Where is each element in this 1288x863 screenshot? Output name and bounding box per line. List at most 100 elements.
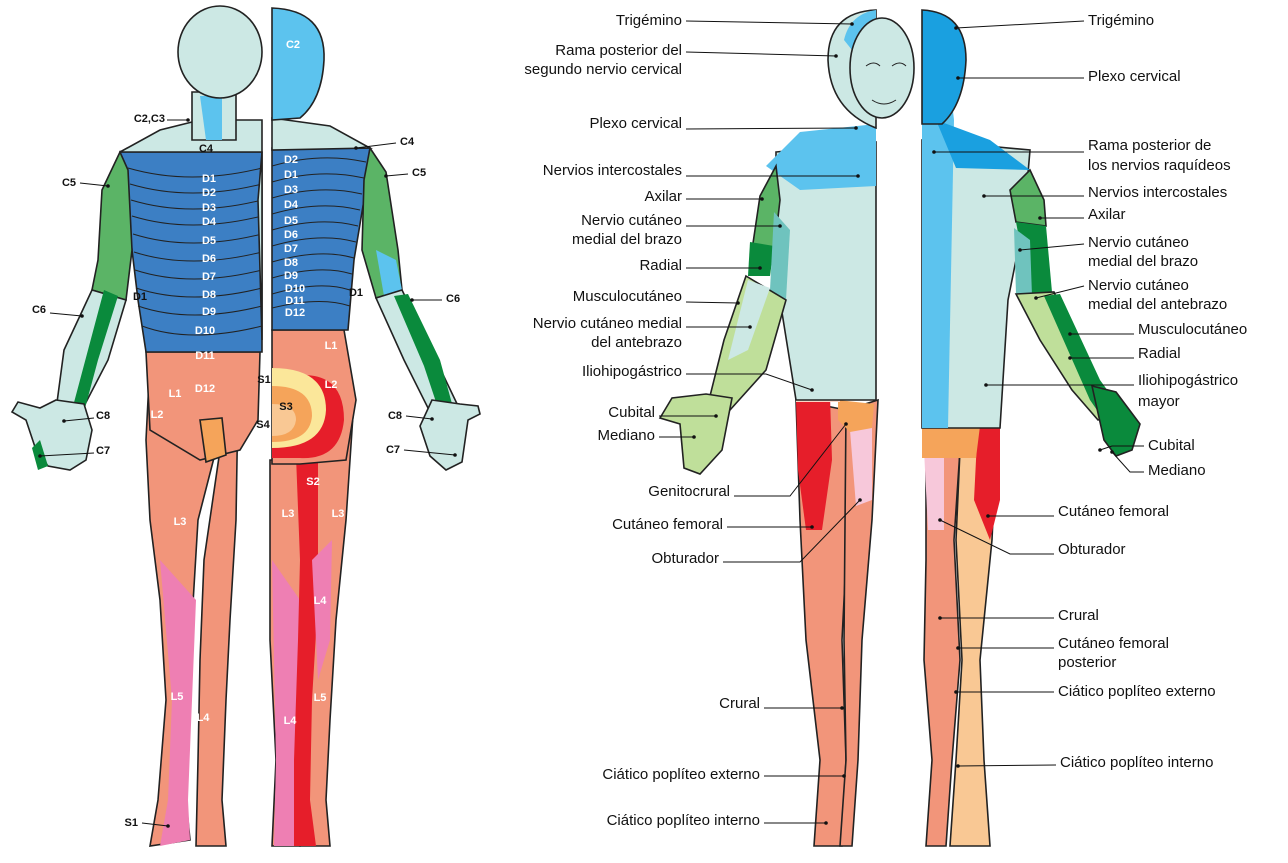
nf-cutaneo-brazo-1: Nervio cutáneo [581,212,682,229]
nb-ciatico-externo: Ciático poplíteo externo [1058,683,1216,700]
back-d2: D2 [284,154,298,166]
front-label-c7: C7 [96,445,110,457]
back-c2: C2 [286,39,300,51]
front-d4: D4 [202,216,217,228]
nb-plexo-cervical: Plexo cervical [1088,68,1181,85]
nb-trigemino: Trigémino [1088,12,1154,29]
front-l2: L2 [151,409,164,421]
nf-cutaneo-brazo-2: medial del brazo [572,231,682,248]
dermatome-back-figure [270,8,480,846]
nb-crural: Crural [1058,607,1099,624]
back-right-hand [420,400,480,470]
nb-cutaneo-femoral: Cutáneo femoral [1058,503,1169,520]
front-d3: D3 [202,202,216,214]
front-head [178,6,262,98]
front-d6: D6 [202,253,216,265]
back-label-c8: C8 [388,410,402,422]
nerve-back-figure [922,10,1140,846]
front-d2: D2 [202,187,216,199]
back-label-c7: C7 [386,444,400,456]
front-torso [120,152,262,352]
back-s1: S1 [257,374,270,386]
nb-cutaneo-femoral-post-2: posterior [1058,654,1116,671]
back-d8: D8 [284,257,298,269]
nerve-front-figure [660,10,914,846]
nerve-front-hand [660,394,732,474]
back-d7: D7 [284,243,298,255]
front-label-c2c3: C2,C3 [134,113,165,125]
back-head [272,8,324,120]
back-d11: D11 [285,295,305,307]
nb-cutaneo-brazo-1: Nervio cutáneo [1088,234,1189,251]
nf-plexo-cervical: Plexo cervical [589,115,682,132]
front-l3: L3 [174,516,187,528]
back-d6: D6 [284,229,298,241]
nf-trigemino: Trigémino [616,12,682,29]
nf-genitocrural: Genitocrural [648,483,730,500]
nf-intercostales: Nervios intercostales [543,162,682,179]
back-d12: D12 [285,307,305,319]
nf-cutaneo-antebrazo-2: del antebrazo [591,334,682,351]
front-d8: D8 [202,289,216,301]
front-d11: D11 [195,350,215,362]
nb-cubital: Cubital [1148,437,1195,454]
back-label-c6: C6 [446,293,460,305]
back-label-c4: C4 [400,136,415,148]
front-label-s1: S1 [125,817,138,829]
front-label-d1: D1 [133,291,147,303]
front-l1: L1 [169,388,182,400]
back-label-c5: C5 [412,167,426,179]
nf-cubital: Cubital [608,404,655,421]
nb-rama-posterior-1: Rama posterior de [1088,137,1211,154]
back-d3: D3 [284,184,298,196]
back-d4: D4 [284,199,299,211]
nb-rama-posterior-2: los nervios raquídeos [1088,157,1231,174]
front-l4: L4 [197,712,211,724]
nerve-back-buttock [922,426,980,458]
nf-obturador: Obturador [651,550,719,567]
nf-crural: Crural [719,695,760,712]
front-label-c8: C8 [96,410,110,422]
back-l5: L5 [314,692,327,704]
back-d9: D9 [284,270,298,282]
nf-ciatico-interno: Ciático poplíteo interno [607,812,760,829]
back-d1: D1 [284,169,298,181]
back-l3a: L3 [282,508,295,520]
back-s3: S3 [279,401,292,413]
back-l2: L2 [325,379,338,391]
front-d5: D5 [202,235,216,247]
nb-cutaneo-antebrazo-2: medial del antebrazo [1088,296,1227,313]
front-label-c6: C6 [32,304,46,316]
back-s2: S2 [306,476,319,488]
front-l5: L5 [171,691,184,703]
nb-radial: Radial [1138,345,1181,362]
nf-rama-posterior-1: Rama posterior del [555,42,682,59]
back-d5: D5 [284,215,298,227]
front-d1: D1 [202,173,216,185]
nf-axilar: Axilar [644,188,682,205]
front-d9: D9 [202,306,216,318]
back-l3b: L3 [332,508,345,520]
nf-iliohipogastrico: Iliohipogástrico [582,363,682,380]
nb-ciatico-interno: Ciático poplíteo interno [1060,754,1213,771]
nb-cutaneo-brazo-2: medial del brazo [1088,253,1198,270]
front-label-c5: C5 [62,177,76,189]
nerve-back-head [922,10,966,124]
dermatome-front-figure [12,6,262,846]
back-s4: S4 [256,419,270,431]
nb-mediano: Mediano [1148,462,1206,479]
nb-iliohipogastrico-2: mayor [1138,393,1180,410]
back-l1: L1 [325,340,338,352]
nb-cutaneo-antebrazo-1: Nervio cutáneo [1088,277,1189,294]
back-shoulders [272,118,370,150]
nf-radial: Radial [639,257,682,274]
nf-rama-posterior-2: segundo nervio cervical [524,61,682,78]
front-d12: D12 [195,383,215,395]
front-label-c4: C4 [199,143,214,155]
nb-axilar: Axilar [1088,206,1126,223]
nb-iliohipogastrico-1: Iliohipogástrico [1138,372,1238,389]
back-label-d1: D1 [349,287,363,299]
nf-ciatico-externo: Ciático poplíteo externo [602,766,760,783]
nb-musculocutaneo: Musculocutáneo [1138,321,1247,338]
